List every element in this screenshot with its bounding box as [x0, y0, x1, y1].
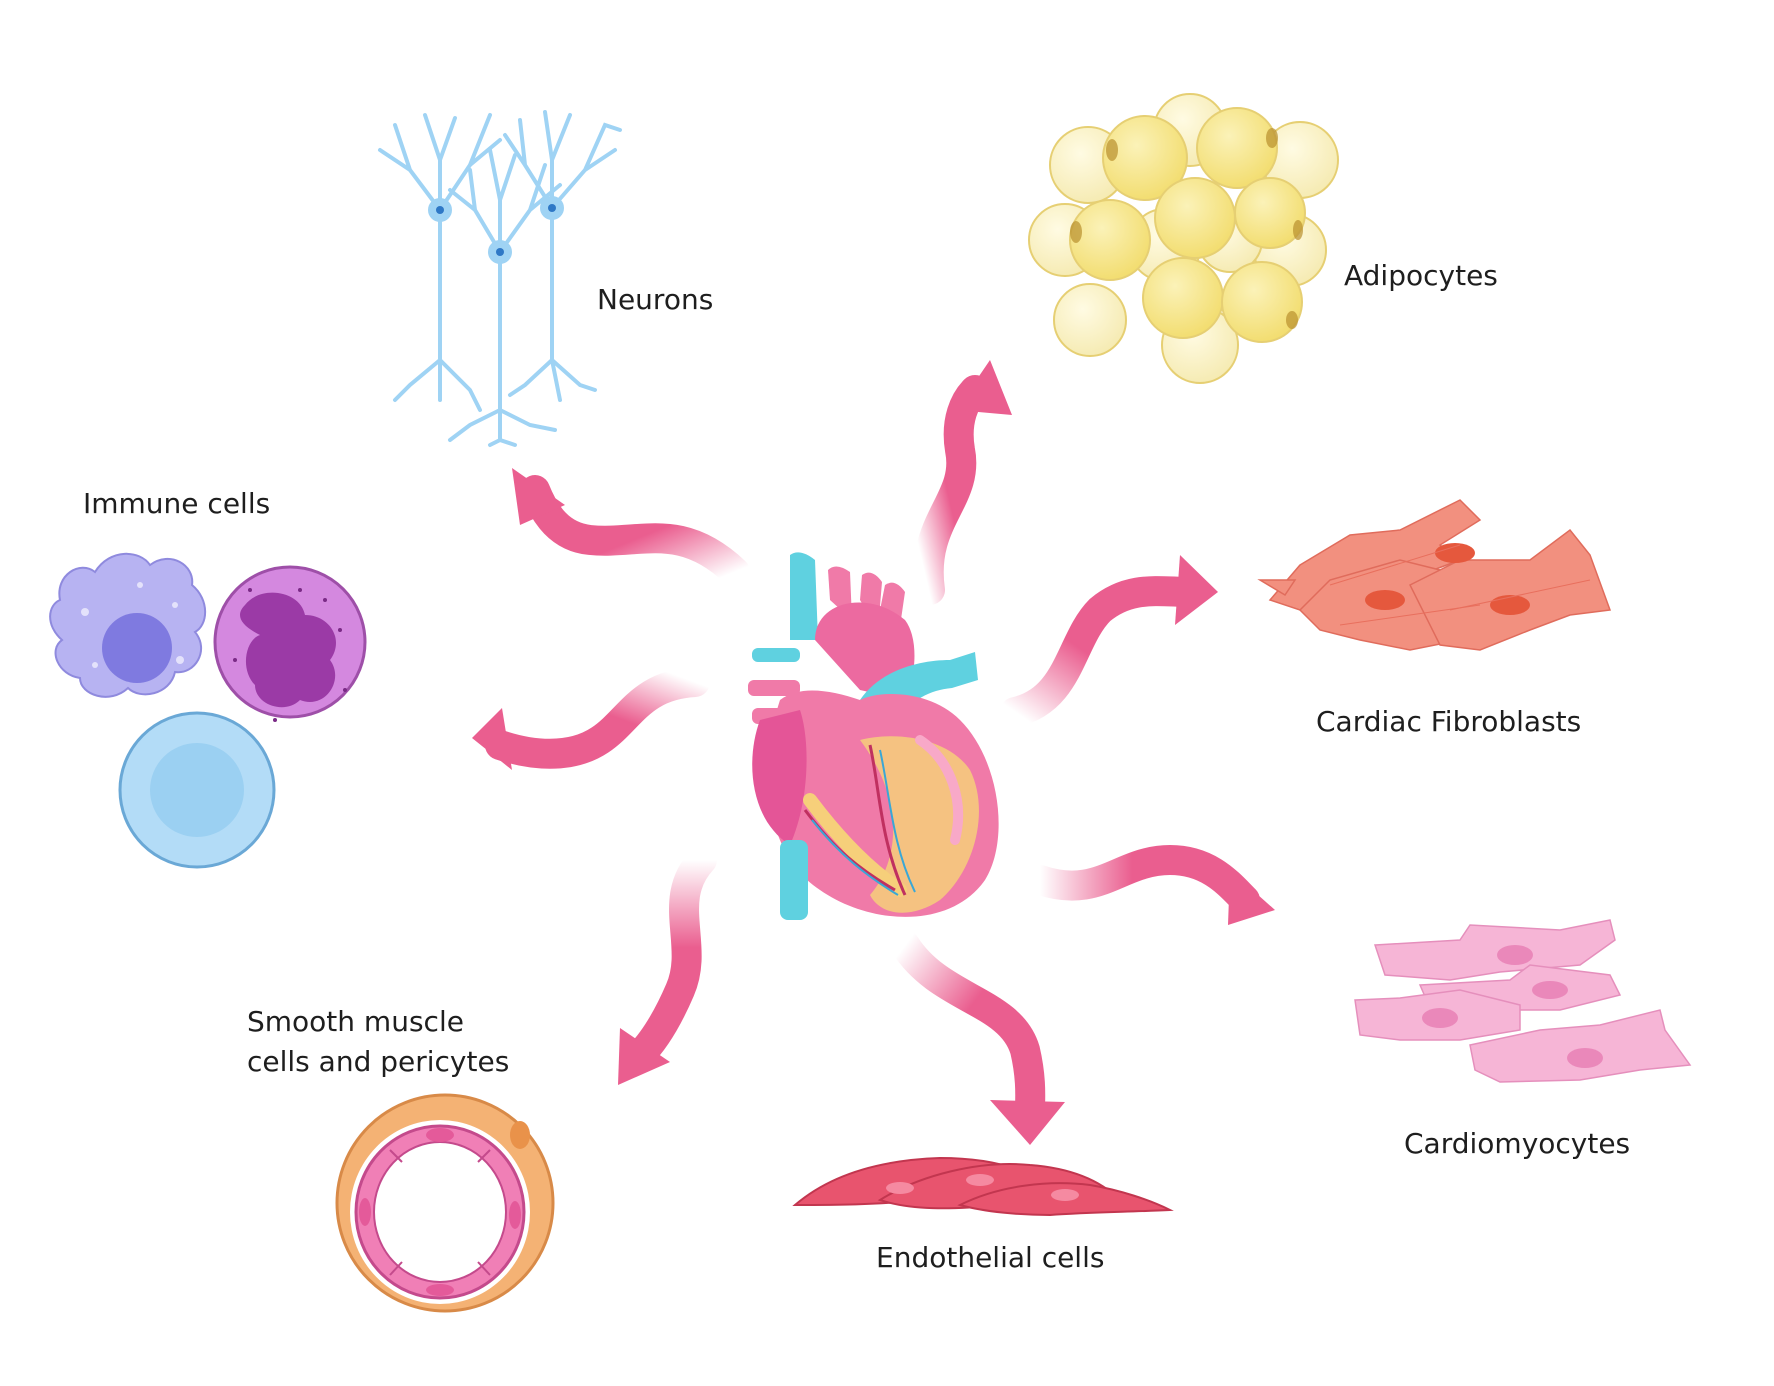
arrow-to-cardiac-fibroblasts	[1000, 555, 1218, 727]
arrow-to-endothelial-cells	[890, 930, 1065, 1145]
adipocyte-cluster-icon	[1028, 93, 1339, 384]
label-smooth-muscle-line1: Smooth muscle	[247, 1005, 464, 1038]
label-endothelial-cells: Endothelial cells	[876, 1241, 1105, 1274]
label-neurons: Neurons	[597, 283, 714, 316]
fibroblast-icon	[1257, 499, 1612, 651]
heart-icon	[748, 552, 999, 920]
smooth-muscle-icon	[335, 1093, 555, 1313]
label-cardiac-fibroblasts: Cardiac Fibroblasts	[1316, 705, 1582, 738]
label-smooth-muscle: Smooth muscle cells and pericytes	[247, 1002, 567, 1082]
label-cardiomyocytes: Cardiomyocytes	[1404, 1127, 1631, 1160]
neuron-icon	[378, 110, 622, 447]
cardiomyocyte-icon	[1354, 919, 1692, 1083]
arrow-to-cardiomyocytes	[1025, 844, 1275, 925]
arrow-to-immune-cells	[472, 667, 710, 770]
arrow-to-smooth-muscle	[618, 845, 717, 1085]
label-adipocytes: Adipocytes	[1344, 259, 1498, 292]
label-smooth-muscle-line2: cells and pericytes	[247, 1045, 510, 1078]
arrow-to-neurons	[512, 468, 750, 587]
endothelial-icon	[792, 1156, 1174, 1217]
arrow-to-adipocytes	[913, 360, 1012, 605]
label-immune-cells: Immune cells	[83, 487, 271, 520]
immune-cells-icon	[49, 552, 367, 869]
